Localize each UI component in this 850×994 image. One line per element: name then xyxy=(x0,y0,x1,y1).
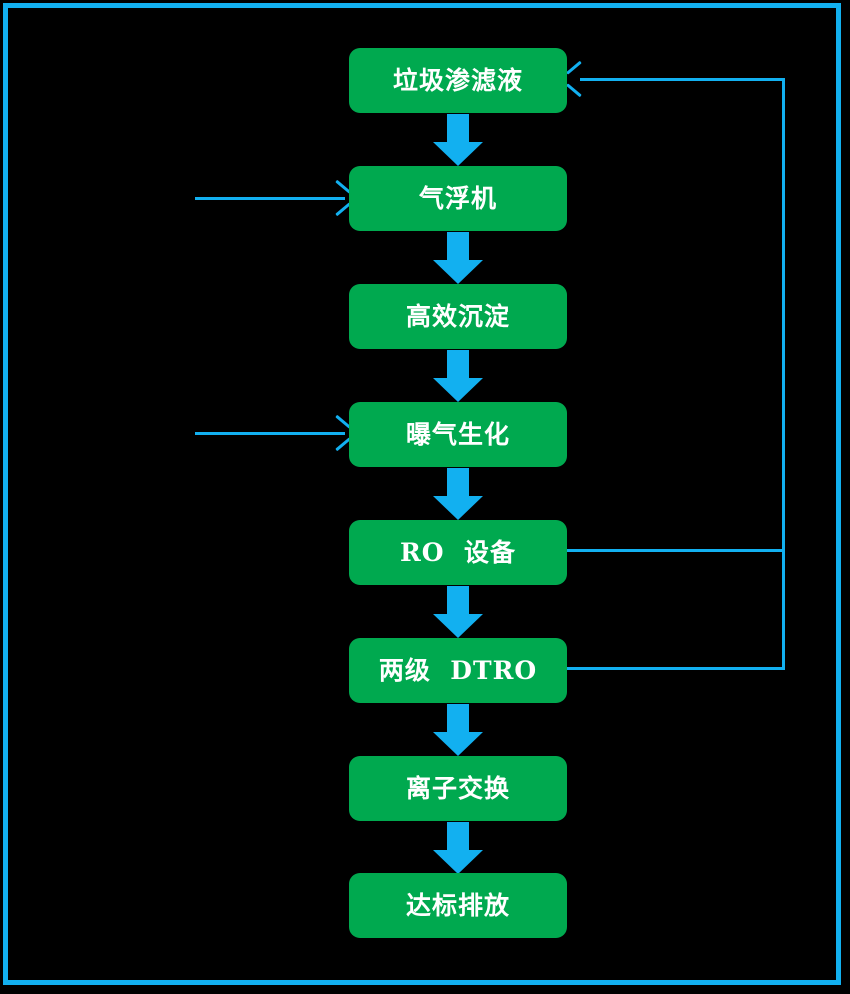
node-label: 高效沉淀 xyxy=(405,302,510,331)
flow-arrow-down-icon xyxy=(433,822,483,874)
flow-arrow-down-icon xyxy=(433,114,483,166)
node-label: 气浮机 xyxy=(418,184,497,213)
return-line-from-dtro xyxy=(567,667,785,670)
node-label: 曝气生化 xyxy=(405,420,510,449)
node-dtro[interactable]: 两级 DTRO xyxy=(349,638,567,703)
return-arrowhead-icon xyxy=(566,60,583,98)
input-arrowhead-icon xyxy=(332,414,351,452)
node-leachate[interactable]: 垃圾渗滤液 xyxy=(349,48,567,113)
node-label: 达标排放 xyxy=(405,891,510,920)
flow-arrow-down-icon xyxy=(433,232,483,284)
border-frame xyxy=(3,3,841,985)
node-ion-exchange[interactable]: 离子交换 xyxy=(349,756,567,821)
input-line-to-flotation xyxy=(195,197,345,200)
node-label: 离子交换 xyxy=(405,774,510,803)
node-flotation[interactable]: 气浮机 xyxy=(349,166,567,231)
flow-arrow-down-icon xyxy=(433,704,483,756)
node-discharge[interactable]: 达标排放 xyxy=(349,873,567,938)
node-label: RO 设备 xyxy=(400,538,516,567)
input-arrowhead-icon xyxy=(332,179,351,217)
flow-arrow-down-icon xyxy=(433,586,483,638)
flow-arrow-down-icon xyxy=(433,468,483,520)
node-aeration[interactable]: 曝气生化 xyxy=(349,402,567,467)
node-sedimentation[interactable]: 高效沉淀 xyxy=(349,284,567,349)
return-trunk-line xyxy=(782,78,785,670)
return-line-from-ro xyxy=(567,549,785,552)
node-label: 两级 DTRO xyxy=(378,656,538,685)
input-line-to-aeration xyxy=(195,432,345,435)
return-line-to-leachate xyxy=(580,78,784,81)
node-label: 垃圾渗滤液 xyxy=(392,66,523,95)
node-ro[interactable]: RO 设备 xyxy=(349,520,567,585)
flow-arrow-down-icon xyxy=(433,350,483,402)
